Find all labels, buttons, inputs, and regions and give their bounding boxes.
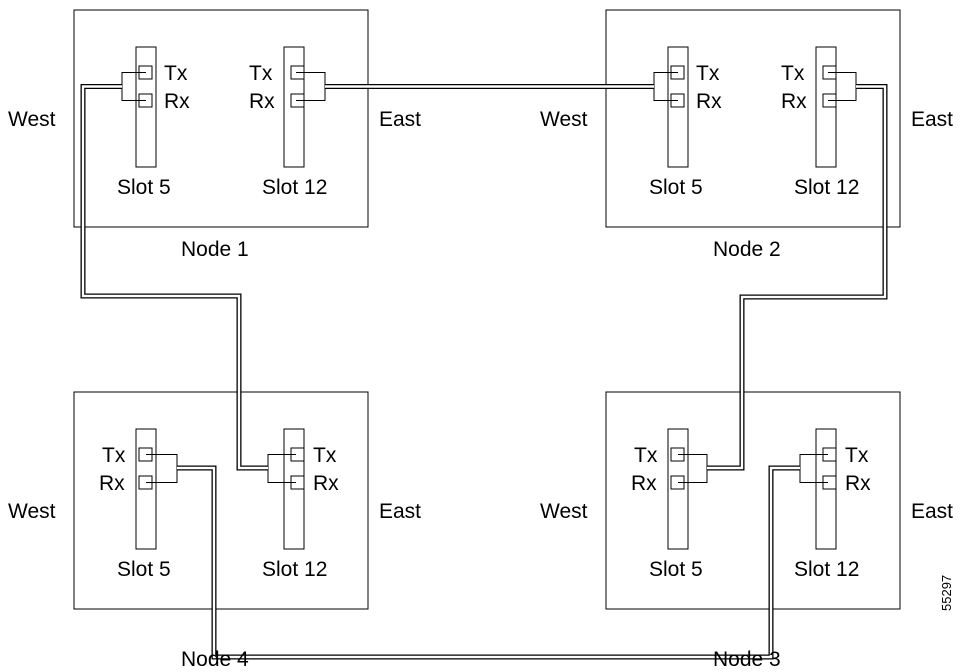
node1-slot12-card bbox=[283, 46, 305, 168]
node3-slot5-tx-label: Tx bbox=[634, 444, 658, 467]
node4-slot12-card bbox=[283, 428, 305, 550]
node2-slot12-card bbox=[815, 46, 837, 168]
node3-west-label: West bbox=[540, 500, 588, 523]
node3-slot12-tx-label: Tx bbox=[845, 444, 869, 467]
node3-slot12-label: Slot 12 bbox=[794, 558, 859, 581]
node4-slot12-rx-label: Rx bbox=[313, 472, 339, 495]
fiber-node3-east-to-node4-west bbox=[177, 465, 800, 660]
node2-name: Node 2 bbox=[713, 238, 781, 261]
node4-east-label: East bbox=[379, 500, 421, 523]
node1-west-label: West bbox=[8, 108, 56, 131]
node4-slot5-label: Slot 5 bbox=[117, 558, 171, 581]
figure-id: 55297 bbox=[939, 575, 954, 611]
node2-slot5-rx-label: Rx bbox=[696, 90, 722, 113]
node2-west-label: West bbox=[540, 108, 588, 131]
node1-slot5-tx-label: Tx bbox=[164, 62, 188, 85]
node2-east-label: East bbox=[911, 108, 953, 131]
node1-slot5-label: Slot 5 bbox=[117, 176, 171, 199]
node1-east-label: East bbox=[379, 108, 421, 131]
node3-slot12-card bbox=[815, 428, 837, 550]
node2-slot5-card bbox=[667, 46, 689, 168]
node1-slot12-rx-label: Rx bbox=[249, 90, 275, 113]
node3-slot5-label: Slot 5 bbox=[649, 558, 703, 581]
node4-slot5-tx-label: Tx bbox=[102, 444, 126, 467]
node1-slot12-label: Slot 12 bbox=[262, 176, 327, 199]
node4-slot12-label: Slot 12 bbox=[262, 558, 327, 581]
node4-west-label: West bbox=[8, 500, 56, 523]
node1-box bbox=[73, 9, 369, 228]
node1-slot12-tx-label: Tx bbox=[249, 62, 273, 85]
node3-box bbox=[605, 391, 901, 610]
node3-slot5-rx-label: Rx bbox=[631, 472, 657, 495]
node3-slot12-rx-label: Rx bbox=[845, 472, 871, 495]
node4-slot5-rx-label: Rx bbox=[99, 472, 125, 495]
node2-slot12-label: Slot 12 bbox=[794, 176, 859, 199]
node2-slot12-tx-label: Tx bbox=[781, 62, 805, 85]
node4-slot5-card bbox=[135, 428, 157, 550]
node1-slot5-rx-label: Rx bbox=[164, 90, 190, 113]
node3-slot5-card bbox=[667, 428, 689, 550]
node4-slot12-tx-label: Tx bbox=[313, 444, 337, 467]
node2-box bbox=[605, 9, 901, 228]
node1-name: Node 1 bbox=[181, 238, 249, 261]
node4-name: Node 4 bbox=[181, 648, 249, 671]
node2-slot12-rx-label: Rx bbox=[781, 90, 807, 113]
node2-slot5-label: Slot 5 bbox=[649, 176, 703, 199]
fiber-node4-east-to-node1-west bbox=[80, 84, 268, 471]
node3-name: Node 3 bbox=[713, 648, 781, 671]
node2-slot5-tx-label: Tx bbox=[696, 62, 720, 85]
node1-slot5-card bbox=[135, 46, 157, 168]
node4-box bbox=[73, 391, 369, 610]
node3-east-label: East bbox=[911, 500, 953, 523]
fiber-node2-east-to-node3-west bbox=[707, 84, 888, 471]
